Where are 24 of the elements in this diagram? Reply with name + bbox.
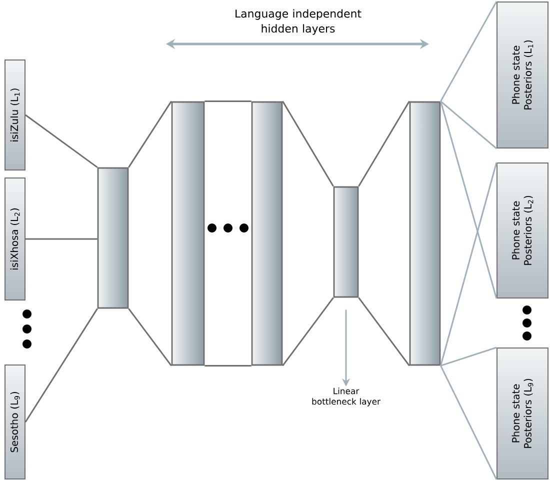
layer-bar bbox=[171, 101, 205, 366]
language-box: isiXhosa (L$_{2}$) bbox=[4, 178, 26, 300]
connector-line bbox=[440, 162, 498, 366]
connector-line bbox=[358, 100, 410, 366]
connector-line bbox=[26, 238, 98, 240]
connector-line bbox=[204, 100, 252, 366]
layer-bar bbox=[97, 167, 129, 309]
connector-line bbox=[128, 100, 172, 366]
connector-line bbox=[24, 308, 98, 422]
connector-line bbox=[440, 346, 498, 480]
output-box: Phone state Posteriors (L$_{1}$) bbox=[496, 2, 548, 148]
layer-bar bbox=[251, 101, 283, 366]
output-box: Phone state Posteriors (L$_{9}$) bbox=[496, 348, 548, 480]
language-box: Sesotho (L$_{9}$) bbox=[4, 364, 26, 480]
language-box: isiZulu (L$_{1}$) bbox=[4, 60, 26, 170]
output-box: Phone state Posteriors (L$_{2}$) bbox=[496, 162, 548, 298]
connector-line bbox=[282, 100, 334, 366]
layer-bar bbox=[409, 101, 441, 366]
span-label: Language independent hidden layers bbox=[236, 9, 362, 35]
connector-line bbox=[440, 101, 498, 299]
connector-line bbox=[440, 0, 498, 150]
layer-bar bbox=[333, 186, 359, 298]
layer-caption: Linear bottleneck layer bbox=[312, 388, 380, 406]
connector-line bbox=[25, 114, 98, 168]
